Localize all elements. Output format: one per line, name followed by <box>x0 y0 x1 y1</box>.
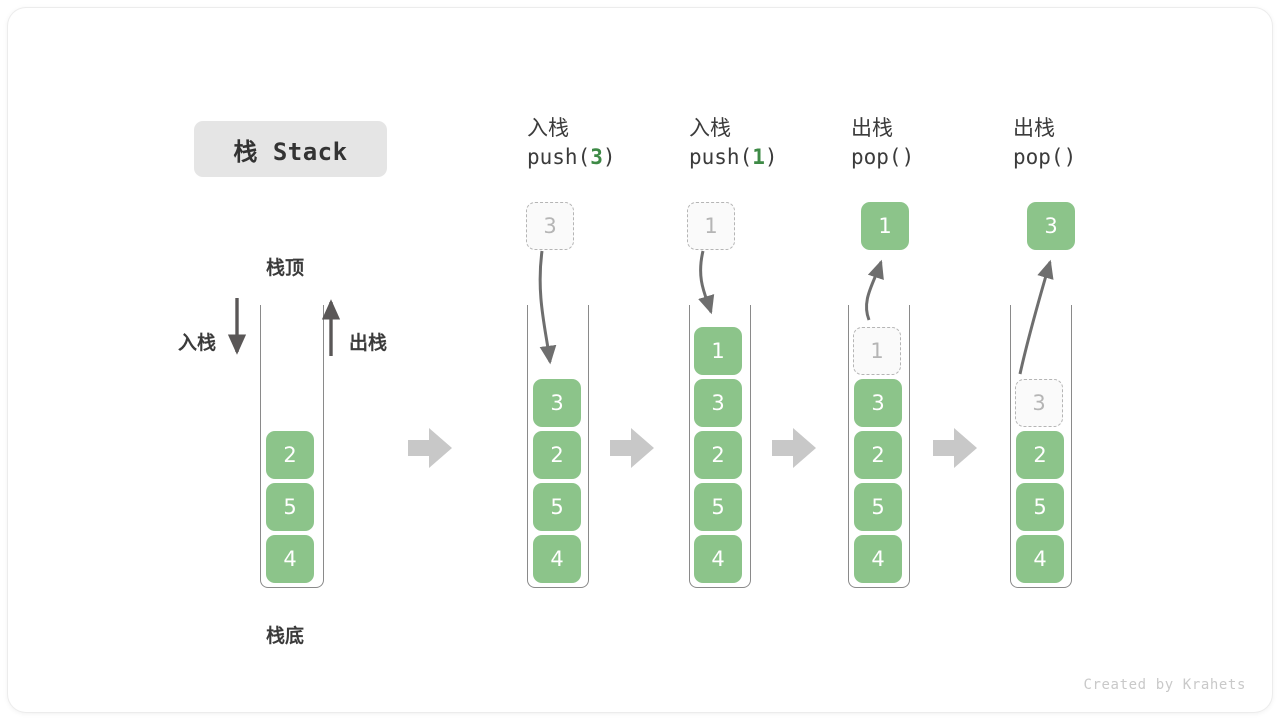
stack-cell: 3 <box>854 379 902 427</box>
stack-cell: 4 <box>854 535 902 583</box>
stack-cell: 3 <box>533 379 581 427</box>
step-zh-label: 入栈 <box>527 116 569 140</box>
stack-cell: 2 <box>266 431 314 479</box>
stack-cell: 2 <box>533 431 581 479</box>
code-suffix: ) <box>602 145 616 169</box>
stack-container-push-1 <box>689 305 751 588</box>
vacated-slot-ghost: 1 <box>853 327 901 375</box>
step-zh-label: 入栈 <box>689 116 731 140</box>
popped-element: 1 <box>861 202 909 250</box>
flow-arrow <box>772 428 816 468</box>
stack-bottom-label: 栈底 <box>266 625 305 647</box>
code-prefix: push( <box>689 145 753 169</box>
stack-cell: 5 <box>1016 483 1064 531</box>
code-prefix: push( <box>527 145 591 169</box>
stack-cell: 5 <box>694 483 742 531</box>
stack-cell: 5 <box>854 483 902 531</box>
step-code-label: push(3) <box>527 142 616 172</box>
code-prefix: pop( <box>1013 145 1064 169</box>
moving-element-ghost: 3 <box>526 202 574 250</box>
stack-container-initial <box>260 305 324 588</box>
popped-element: 3 <box>1027 202 1075 250</box>
step-zh-label: 出栈 <box>851 116 893 140</box>
stack-cell: 2 <box>694 431 742 479</box>
stack-container-pop-3 <box>1010 305 1072 588</box>
push-direction-label: 入栈 <box>178 332 217 354</box>
stack-cell: 2 <box>1016 431 1064 479</box>
arrow-overlay <box>227 250 1054 468</box>
code-suffix: ) <box>764 145 778 169</box>
step-header-pop-3: 出栈 pop() <box>1013 115 1076 172</box>
credit-text: Created by Krahets <box>1083 677 1246 693</box>
step-header-push-1: 入栈 push(1) <box>689 115 778 172</box>
step-code-label: pop() <box>851 142 914 172</box>
code-suffix: ) <box>901 145 915 169</box>
diagram-title-badge: 栈 Stack <box>194 121 387 177</box>
vacated-slot-ghost: 3 <box>1015 379 1063 427</box>
stack-top-label: 栈顶 <box>266 257 305 279</box>
step-header-push-3: 入栈 push(3) <box>527 115 616 172</box>
stack-cell: 2 <box>854 431 902 479</box>
code-value: 1 <box>752 145 765 169</box>
page-title: 栈 Stack <box>233 137 348 166</box>
stack-cell: 4 <box>1016 535 1064 583</box>
stack-cell: 4 <box>266 535 314 583</box>
stack-cell: 5 <box>533 483 581 531</box>
code-prefix: pop( <box>851 145 902 169</box>
flow-arrow <box>408 428 452 468</box>
step-zh-label: 出栈 <box>1013 116 1055 140</box>
code-value: 3 <box>590 145 603 169</box>
step-header-pop-1: 出栈 pop() <box>851 115 914 172</box>
stack-cell: 5 <box>266 483 314 531</box>
stack-cell: 3 <box>694 379 742 427</box>
stack-cell: 1 <box>694 327 742 375</box>
stack-cell: 4 <box>533 535 581 583</box>
flow-arrow <box>933 428 977 468</box>
flow-arrow <box>610 428 654 468</box>
pop-direction-label: 出栈 <box>349 332 388 354</box>
stack-container-push-3 <box>527 305 589 588</box>
push-motion-arrow <box>698 250 715 315</box>
step-code-label: push(1) <box>689 142 778 172</box>
stack-container-pop-1 <box>848 305 910 588</box>
diagram-canvas: 栈 Stack 栈顶 栈底 入栈 出栈 2 5 4 入栈 push(3) 3 3… <box>8 8 1272 712</box>
moving-element-ghost: 1 <box>687 202 735 250</box>
stack-cell: 4 <box>694 535 742 583</box>
step-code-label: pop() <box>1013 142 1076 172</box>
code-suffix: ) <box>1063 145 1077 169</box>
